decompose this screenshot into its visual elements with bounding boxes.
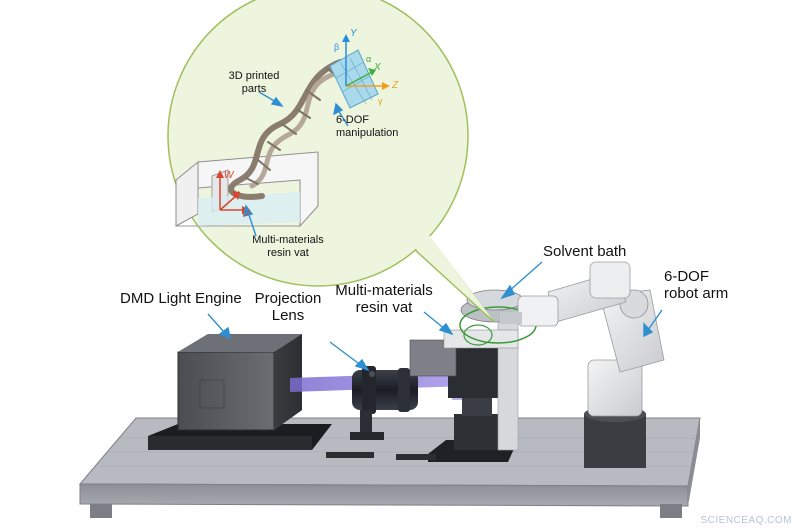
- vent-grille: [199, 379, 225, 409]
- axis-label-v: V: [232, 190, 239, 201]
- label-inset-resin-vat: Multi-materials resin vat: [252, 234, 324, 259]
- dmd-light-engine: [148, 334, 332, 450]
- label-projection-lens: Projection Lens: [254, 290, 322, 325]
- axis-label-z: Z: [392, 80, 399, 91]
- callout-inset: [167, 0, 495, 323]
- axis-label-w: W: [224, 170, 234, 181]
- label-robot-arm: 6-DOF robot arm: [664, 268, 729, 303]
- label-3d-printed-parts: 3D printed parts: [228, 70, 280, 95]
- printing-stage: [326, 289, 537, 462]
- robot-arm: [500, 261, 665, 468]
- label-main-resin-vat: Multi-materials resin vat: [335, 282, 433, 317]
- manipulator-plate: [329, 34, 390, 109]
- axis-label-y: Y: [350, 28, 357, 39]
- axis-label-alpha: α: [366, 54, 372, 64]
- watermark: SCIENCEAQ.COM: [700, 515, 792, 526]
- axis-label-gamma: γ: [378, 96, 383, 106]
- label-dmd-light-engine: DMD Light Engine: [120, 290, 242, 307]
- axis-label-x: X: [374, 62, 381, 73]
- axis-label-u: U: [242, 208, 250, 219]
- label-6dof-manipulation: 6-DOF manipulation: [336, 114, 399, 139]
- pointer-arrows: [207, 91, 663, 372]
- projection-lens: [350, 366, 418, 440]
- label-solvent-bath: Solvent bath: [543, 243, 627, 260]
- axis-label-beta: β: [334, 42, 340, 52]
